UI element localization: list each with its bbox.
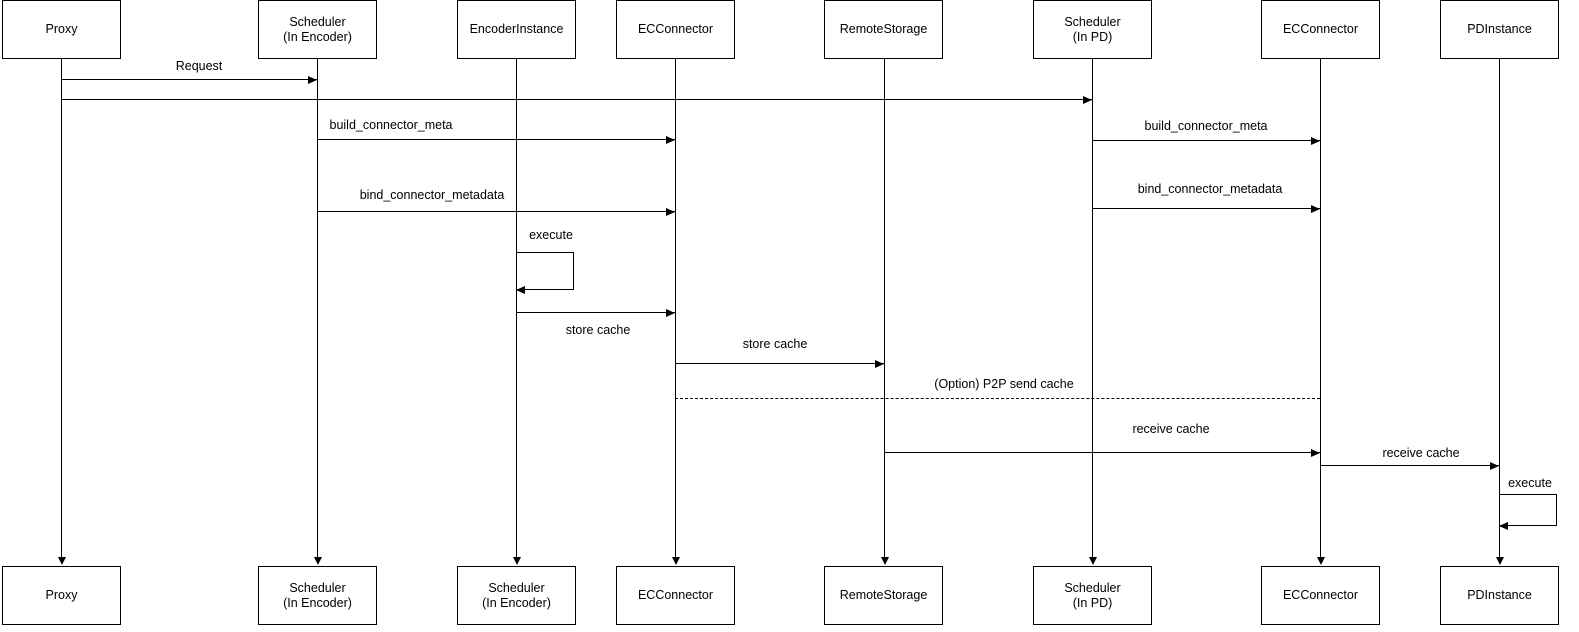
lifeline-proxy	[61, 59, 62, 558]
lifeline-arrow-proxy	[57, 557, 66, 565]
message-label-receive-cache-remote: receive cache	[1132, 422, 1210, 436]
arrowhead-store-cache-enc	[666, 308, 675, 317]
message-line-p2p-send-cache	[675, 398, 1320, 399]
participant-box-ecconnector-enc[interactable]: ECConnector	[616, 0, 735, 59]
arrowhead-build-connector-meta-enc	[666, 135, 675, 144]
lifeline-scheduler-enc	[317, 59, 318, 558]
message-label-bind-connector-metadata-pd: bind_connector_metadata	[1137, 182, 1283, 196]
participant-name: Scheduler	[1064, 580, 1121, 595]
message-label-build-connector-meta-pd: build_connector_meta	[1144, 119, 1268, 133]
lifeline-scheduler-pd	[1092, 59, 1093, 558]
message-line-store-cache-enc	[516, 312, 675, 313]
self-call-label-execute-encoder: execute	[529, 228, 573, 242]
participant-box-proxy[interactable]: Proxy	[2, 0, 121, 59]
self-call-loop-execute-encoder	[516, 252, 574, 290]
participant-box-encoder-instance[interactable]: EncoderInstance	[457, 0, 576, 59]
participant-box-ecconnector-enc-b[interactable]: ECConnector	[616, 566, 735, 625]
message-line-receive-cache-remote	[884, 452, 1320, 453]
participant-name: ECConnector	[637, 22, 714, 36]
message-label-store-cache-remote: store cache	[742, 337, 808, 351]
participant-name: Scheduler	[289, 580, 346, 595]
self-call-label-execute-pd: execute	[1508, 476, 1552, 490]
lifeline-arrow-ecconnector-enc	[671, 557, 680, 565]
lifeline-arrow-ecconnector-pd	[1316, 557, 1325, 565]
lifeline-arrow-remote-storage	[880, 557, 889, 565]
participant-name: EncoderInstance	[469, 22, 564, 36]
message-line-store-cache-remote	[675, 363, 884, 364]
participant-name: RemoteStorage	[839, 588, 928, 602]
participant-subtitle: (In Encoder)	[482, 595, 551, 610]
participant-name: ECConnector	[1282, 22, 1359, 36]
participant-name: PDInstance	[1467, 22, 1532, 36]
message-line-bind-connector-metadata-pd	[1092, 208, 1320, 209]
participant-box-remote-storage-b[interactable]: RemoteStorage	[824, 566, 943, 625]
participant-name: Scheduler	[1064, 14, 1121, 29]
participant-box-scheduler-pd-b[interactable]: Scheduler(In PD)	[1033, 566, 1152, 625]
arrowhead-request	[308, 75, 317, 84]
participant-subtitle: (In Encoder)	[283, 29, 352, 44]
arrowhead-bind-connector-metadata-enc	[666, 207, 675, 216]
participant-name: Proxy	[45, 22, 78, 36]
lifeline-encoder-instance	[516, 59, 517, 558]
arrowhead-store-cache-remote	[875, 359, 884, 368]
arrowhead-build-connector-meta-pd	[1311, 136, 1320, 145]
message-line-proxy-to-scheduler-pd	[61, 99, 1092, 100]
participant-name: Scheduler	[488, 580, 545, 595]
participant-name: RemoteStorage	[839, 22, 928, 36]
message-label-p2p-send-cache: (Option) P2P send cache	[934, 377, 1074, 391]
message-line-receive-cache-pd	[1320, 465, 1499, 466]
lifeline-ecconnector-pd	[1320, 59, 1321, 558]
message-line-bind-connector-metadata-enc	[317, 211, 675, 212]
participant-box-ecconnector-pd[interactable]: ECConnector	[1261, 0, 1380, 59]
participant-subtitle: (In Encoder)	[283, 595, 352, 610]
lifeline-arrow-encoder-instance	[512, 557, 521, 565]
participant-box-proxy-b[interactable]: Proxy	[2, 566, 121, 625]
participant-subtitle: (In PD)	[1072, 29, 1113, 44]
participant-name: ECConnector	[637, 588, 714, 602]
message-line-request	[61, 79, 317, 80]
message-line-build-connector-meta-enc	[317, 139, 675, 140]
participant-box-scheduler-enc[interactable]: Scheduler(In Encoder)	[258, 0, 377, 59]
participant-name: PDInstance	[1467, 588, 1532, 602]
participant-box-pd-instance-b[interactable]: PDInstance	[1440, 566, 1559, 625]
message-label-build-connector-meta-enc: build_connector_meta	[329, 118, 453, 132]
participant-name: ECConnector	[1282, 588, 1359, 602]
message-label-bind-connector-metadata-enc: bind_connector_metadata	[359, 188, 505, 202]
lifeline-arrow-pd-instance	[1495, 557, 1504, 565]
participant-box-ecconnector-pd-b[interactable]: ECConnector	[1261, 566, 1380, 625]
participant-name: Proxy	[45, 588, 78, 602]
message-line-build-connector-meta-pd	[1092, 140, 1320, 141]
participant-name: Scheduler	[289, 14, 346, 29]
arrowhead-bind-connector-metadata-pd	[1311, 204, 1320, 213]
lifeline-remote-storage	[884, 59, 885, 558]
lifeline-arrow-scheduler-pd	[1088, 557, 1097, 565]
self-call-loop-execute-pd	[1499, 494, 1557, 526]
self-call-arrowhead-execute-pd	[1499, 522, 1508, 530]
participant-box-remote-storage[interactable]: RemoteStorage	[824, 0, 943, 59]
lifeline-ecconnector-enc	[675, 59, 676, 558]
participant-box-scheduler-enc-b2[interactable]: Scheduler(In Encoder)	[457, 566, 576, 625]
lifeline-arrow-scheduler-enc	[313, 557, 322, 565]
lifeline-pd-instance	[1499, 59, 1500, 558]
participant-box-scheduler-pd[interactable]: Scheduler(In PD)	[1033, 0, 1152, 59]
arrowhead-receive-cache-remote	[1311, 448, 1320, 457]
message-label-request: Request	[175, 59, 223, 73]
participant-box-scheduler-enc-b[interactable]: Scheduler(In Encoder)	[258, 566, 377, 625]
participant-subtitle: (In PD)	[1072, 595, 1113, 610]
message-label-store-cache-enc: store cache	[565, 323, 631, 337]
self-call-arrowhead-execute-encoder	[516, 286, 525, 294]
arrowhead-receive-cache-pd	[1490, 461, 1499, 470]
participant-box-pd-instance[interactable]: PDInstance	[1440, 0, 1559, 59]
message-label-receive-cache-pd: receive cache	[1382, 446, 1460, 460]
arrowhead-proxy-to-scheduler-pd	[1083, 95, 1092, 104]
